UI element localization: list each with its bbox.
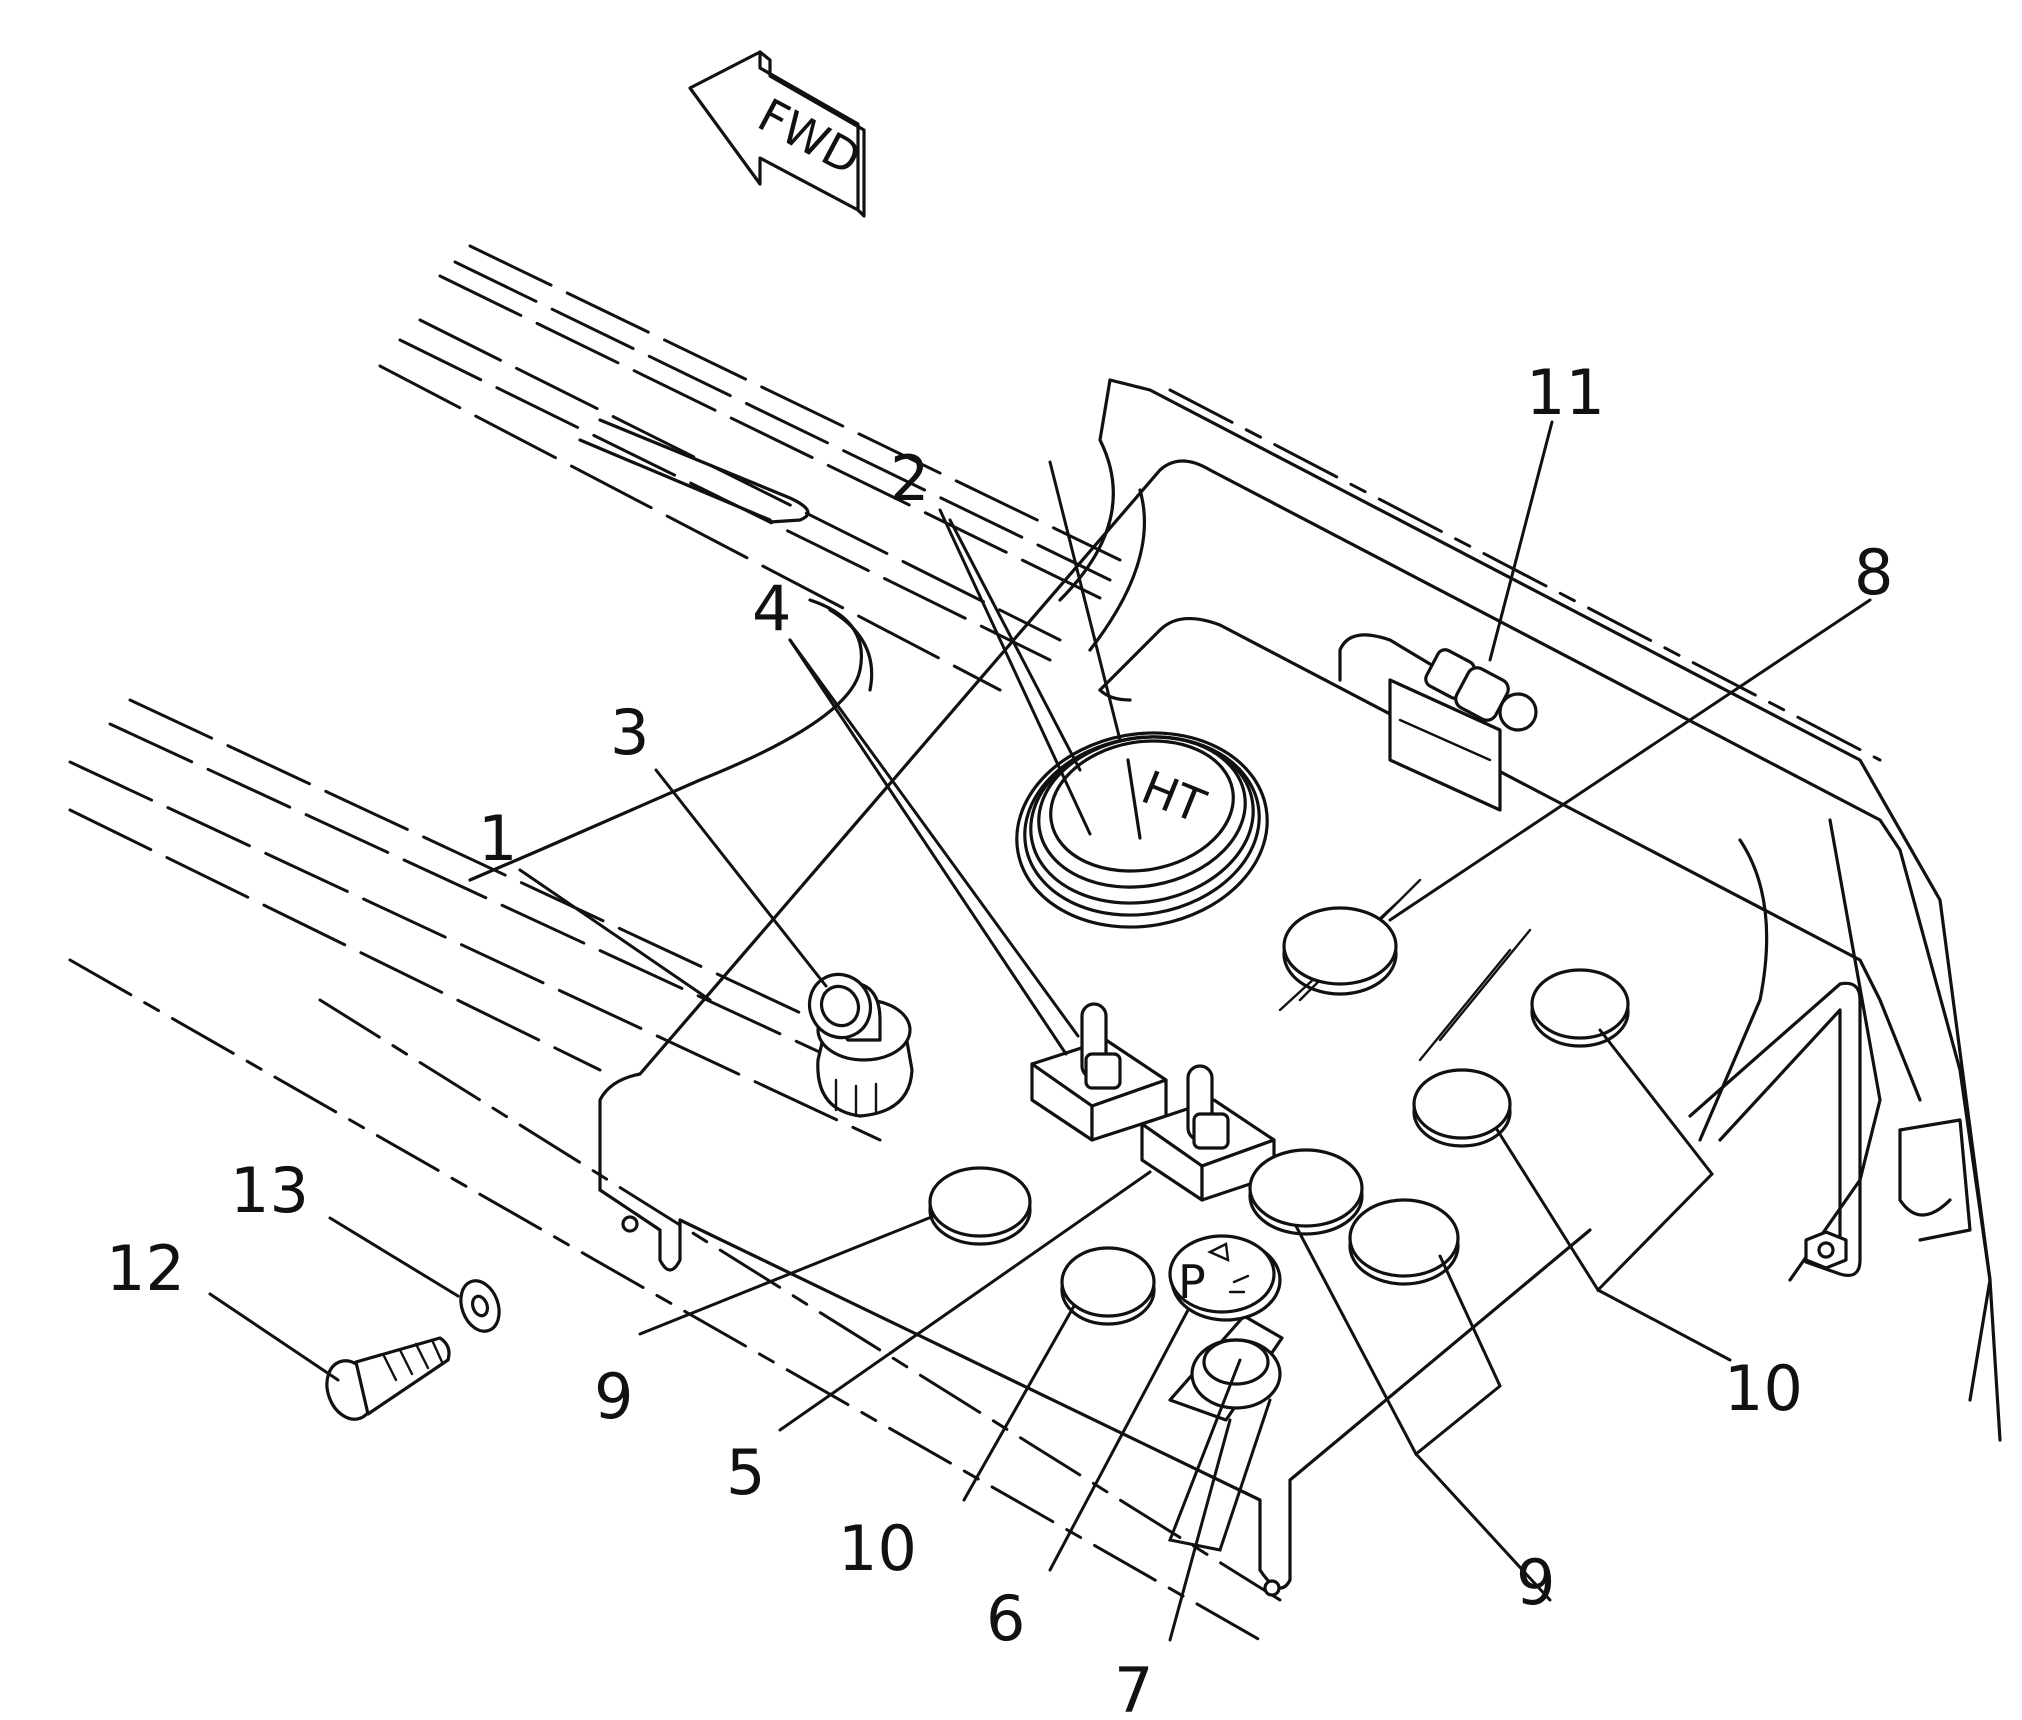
callout-5: 5 xyxy=(726,1436,765,1509)
key-switch xyxy=(807,972,914,1118)
lamp-9-left xyxy=(928,1166,1032,1246)
callout-8: 8 xyxy=(1854,536,1893,609)
lamp-10-mid xyxy=(1412,1068,1512,1148)
lamp-10-right xyxy=(1530,968,1630,1048)
hour-meter-gauge: HT xyxy=(1015,731,1269,929)
callout-12: 12 xyxy=(106,1232,185,1305)
callout-labels: 1 2 3 4 5 6 7 8 9 9 10 10 11 12 13 xyxy=(106,356,1893,1720)
leader-lines xyxy=(208,420,1872,1642)
callout-10-left: 10 xyxy=(838,1512,917,1585)
callout-10-right: 10 xyxy=(1724,1352,1803,1425)
lamp-8 xyxy=(1282,906,1398,996)
knob-letter: P xyxy=(1178,1255,1206,1309)
lamp-10-left xyxy=(1060,1246,1156,1326)
toggle-switch-4 xyxy=(1030,1002,1168,1142)
callout-11: 11 xyxy=(1526,356,1605,429)
lamp-9-a xyxy=(1248,1148,1364,1236)
bolt-and-washer xyxy=(325,1279,501,1421)
fwd-arrow: FWD xyxy=(688,50,870,218)
instrument-panel xyxy=(598,378,2002,1597)
side-bracket xyxy=(1688,981,1972,1277)
callout-3: 3 xyxy=(610,696,649,769)
callout-9-right: 9 xyxy=(1516,1546,1555,1619)
indicator-lamps xyxy=(928,906,1630,1326)
callout-9-left: 9 xyxy=(594,1360,633,1433)
frame-rails xyxy=(68,244,1282,1642)
callout-1: 1 xyxy=(478,802,517,875)
horn-switch xyxy=(1338,633,1538,812)
callout-7: 7 xyxy=(1114,1654,1153,1720)
callout-13: 13 xyxy=(230,1154,309,1227)
callout-2: 2 xyxy=(890,442,929,515)
lamp-9-b xyxy=(1348,1198,1460,1286)
callout-4: 4 xyxy=(752,572,791,645)
callout-6: 6 xyxy=(986,1582,1025,1655)
